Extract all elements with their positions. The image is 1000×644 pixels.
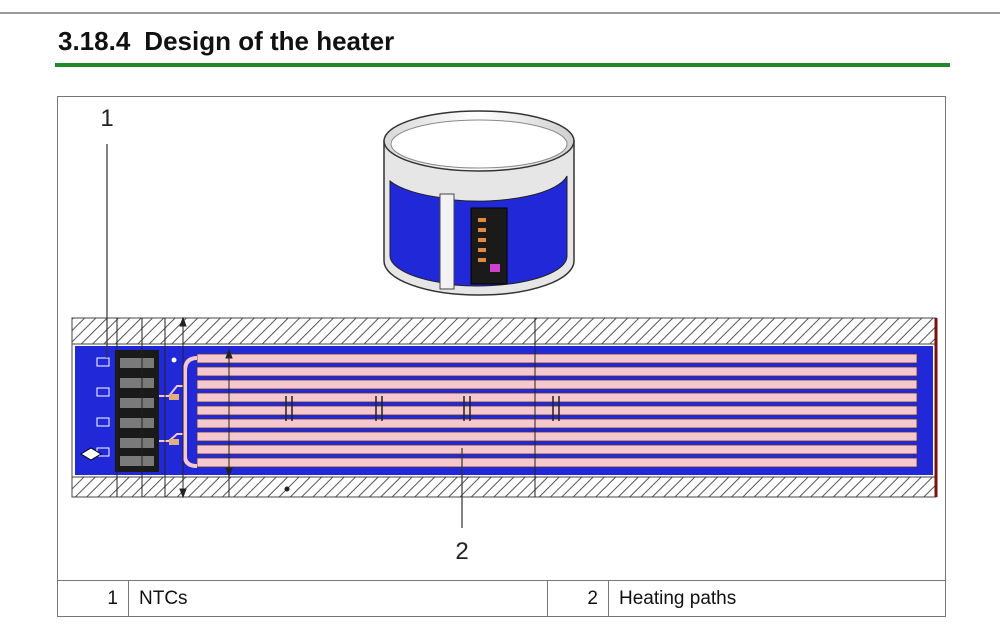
heading-underline xyxy=(55,63,950,67)
callout-leaders xyxy=(106,144,463,528)
top-rule xyxy=(0,12,1000,14)
ntc-block xyxy=(80,350,185,472)
legend-number-1: 1 xyxy=(57,580,129,617)
callout-number-2: 2 xyxy=(455,538,468,565)
section-number: 3.18.4 xyxy=(58,26,131,56)
callout-number-1: 1 xyxy=(100,105,113,132)
section-title: Design of the heater xyxy=(144,26,395,56)
heater-figure: 1 2 xyxy=(71,105,938,565)
heater-band-3d xyxy=(383,110,575,296)
dimension-lines xyxy=(116,316,536,499)
legend-table: 1 NTCs 2 Heating paths xyxy=(57,580,946,617)
legend-row: 1 NTCs 2 Heating paths xyxy=(57,580,946,617)
legend-label-heating-paths: Heating paths xyxy=(608,580,946,617)
legend-label-ntcs: NTCs xyxy=(128,580,548,617)
legend-number-2: 2 xyxy=(547,580,609,617)
section-heading: 3.18.4 Design of the heater xyxy=(58,26,394,57)
heating-paths xyxy=(183,353,918,468)
path-bridges xyxy=(285,396,560,421)
